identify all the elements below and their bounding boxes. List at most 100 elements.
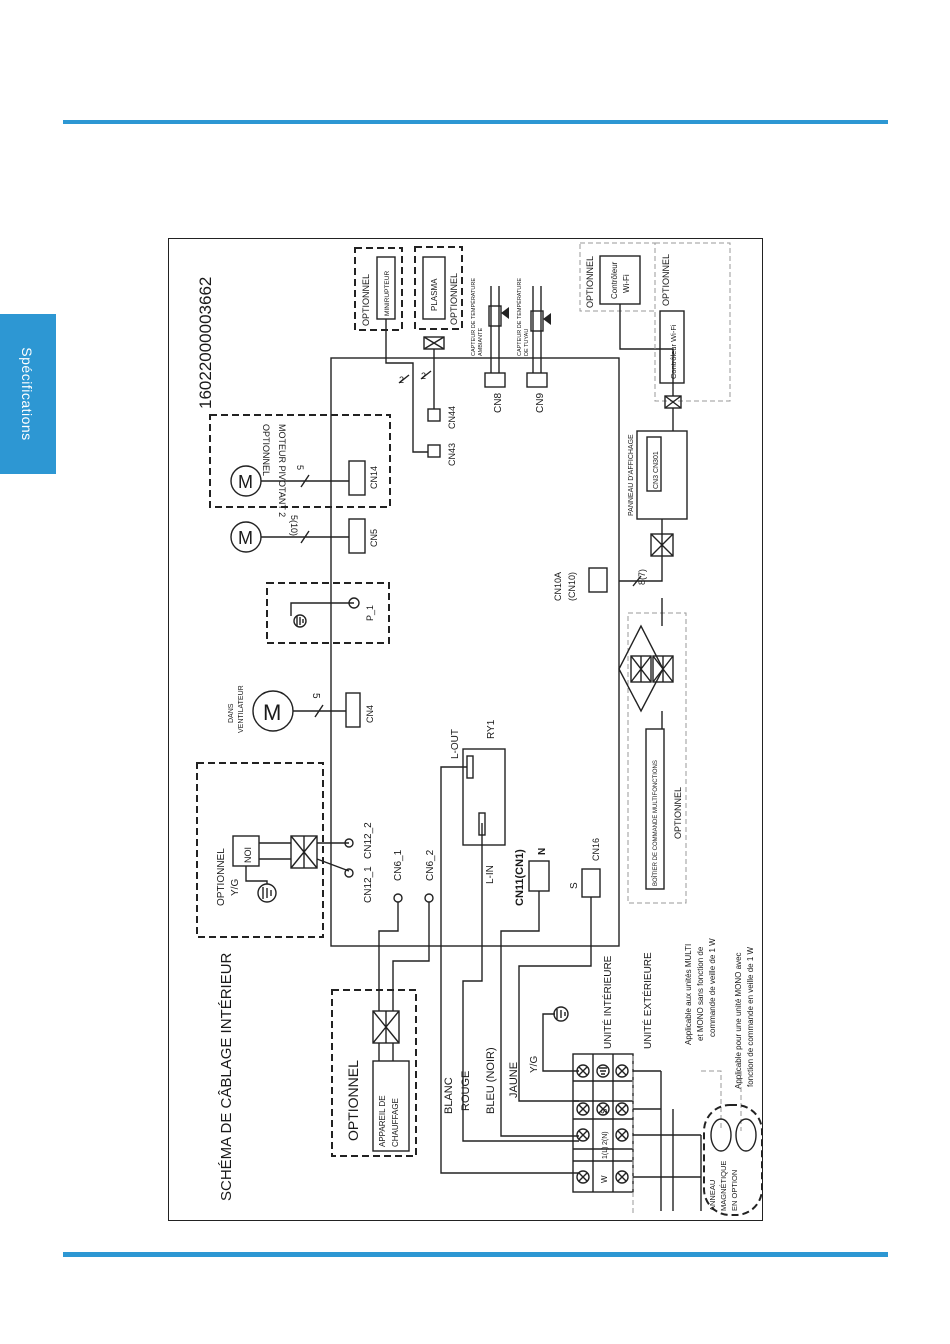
wire-jaune-label: JAUNE	[508, 1062, 520, 1098]
cn6-1-terminal	[393, 893, 403, 903]
display-panel-connector-label: CN3 CN301	[653, 451, 660, 489]
swing-motor-label: MOTEUR PIVOTANT 2	[277, 424, 287, 517]
magnetic-ring-label-1: ANNEAU	[708, 1180, 717, 1211]
wire-count-plasma: 2	[421, 371, 426, 381]
mono-note-1: Applicable pour une unité MONO avec	[734, 952, 743, 1089]
fan-motor-wires: 5	[310, 693, 321, 699]
cn6-1-label: CN6_1	[393, 849, 404, 881]
terminal-w-label: W	[600, 1175, 609, 1183]
p1-ground-icon	[293, 614, 307, 628]
minirupteur-label: MINIRUPTEUR	[384, 271, 391, 316]
multi-note-1: Applicable aux unités MULTI	[684, 944, 693, 1045]
heater-box	[372, 1060, 410, 1152]
cn12-2-label: CN12_2	[363, 822, 374, 859]
ambient-sensor-label-2: AMBIANTE	[478, 328, 484, 356]
display-panel	[636, 430, 688, 520]
plasma-optional-box	[414, 246, 463, 330]
fan-motor-symbol: M	[263, 700, 281, 725]
magnetic-ring-icon-2	[735, 1118, 757, 1152]
terminal-ground-icon	[553, 1006, 569, 1022]
terminal-1l-label: 1(L)	[602, 1147, 609, 1159]
cn4-label: CN4	[365, 705, 375, 723]
cn11-connector	[528, 860, 550, 892]
pipe-sensor-label-1: CAPTEUR DE TEMPÉRATURE	[516, 278, 523, 356]
cn12-1-label: CN12_1	[363, 866, 374, 903]
multifunction-optional-box	[627, 612, 687, 904]
display-panel-connector	[646, 436, 662, 492]
plasma-box	[422, 256, 446, 320]
ionizer-optional-box	[196, 762, 324, 938]
cn8-connector	[484, 372, 506, 388]
cn16-s-label: S	[569, 882, 580, 889]
cn10a-label-2: (CN10)	[567, 572, 577, 601]
cn12-2-terminal	[344, 838, 354, 848]
minirupteur-optional-label: OPTIONNEL	[361, 274, 371, 326]
swing-motor-optional-label: OPTIONNEL	[261, 424, 271, 476]
cn16-label: CN16	[591, 838, 601, 861]
terminal-2n-label: 2(N)	[602, 1131, 609, 1145]
wifi-controller-label-1: Contrôleur	[610, 261, 619, 299]
wire-bleu-label: BLEU (NOIR)	[485, 1047, 497, 1114]
wire-blanc-label: BLANC	[443, 1077, 455, 1114]
relay-ry1-label: RY1	[486, 719, 497, 739]
magnetic-ring-label-3: EN OPTION	[730, 1170, 739, 1211]
wifi-controller-box	[599, 255, 641, 305]
cn43-connector	[427, 444, 441, 458]
multifunction-control-box	[645, 728, 665, 890]
swing-motor-1-wires: 5(10)	[289, 515, 299, 536]
cn14-label: CN14	[369, 466, 379, 489]
multi-note-2: et MONO sans fonction de	[696, 946, 705, 1041]
swing-motor-optional-box	[209, 414, 391, 508]
multi-note-3: commande de veille de 1 W	[708, 938, 717, 1037]
cn11-label: CN11(CN1)	[514, 849, 526, 906]
ionizer-noi-label: NOI	[243, 847, 253, 863]
terminal-screws	[576, 1064, 629, 1184]
heater-label-2: CHAUFFAGE	[391, 1098, 400, 1147]
wifi-optional-label: OPTIONNEL	[585, 256, 595, 308]
heater-optional-label: OPTIONNEL	[345, 1060, 361, 1141]
pipe-sensor-label-2: DE TUYAU	[524, 329, 530, 356]
cn8-label: CN8	[493, 393, 504, 413]
wiring-diagram-frame: SCHÉMA DE CÂBLAGE INTÉRIEUR 160220000036…	[168, 238, 763, 1221]
main-pcb	[330, 357, 620, 947]
pipe-sensor-thermistor	[530, 310, 544, 332]
diagram-title: SCHÉMA DE CÂBLAGE INTÉRIEUR	[218, 952, 235, 1201]
bottom-rule	[63, 1252, 888, 1257]
relay-ry1	[462, 748, 506, 846]
magnetic-ring-label-2: MAGNÉTIQUE	[719, 1161, 728, 1211]
wire-rouge-label: ROUGE	[460, 1071, 472, 1111]
p1-optional-box	[266, 582, 390, 644]
ambient-sensor-label-1: CAPTEUR DE TEMPÉRATURE	[470, 278, 477, 356]
swing-motor-2-symbol: M	[238, 472, 253, 492]
cn10a-label-1: CN10A	[553, 572, 563, 601]
p1-label: P_1	[365, 605, 375, 621]
wifi-inline-optional-box	[654, 242, 731, 402]
cn44-connector	[427, 408, 441, 422]
fan-motor-label-2: VENTILATEUR	[238, 685, 245, 733]
plasma-optional-label: OPTIONNEL	[449, 273, 459, 325]
magnetic-ring-icon	[710, 1118, 732, 1152]
wifi-inline-optional-label: OPTIONNEL	[661, 254, 671, 306]
fan-motor-label-1: DANS	[228, 703, 235, 723]
ambient-sensor-thermistor	[488, 305, 502, 327]
relay-l-out-label: L-OUT	[450, 729, 461, 759]
wifi-inline-controller-label: Contrôleur Wi-Fi	[669, 324, 678, 379]
cn43-label: CN43	[447, 443, 457, 466]
multifunction-label: BOÎTIER DE COMMANDE MULTIFONCTIONS	[652, 760, 659, 886]
wiring-diagram: SCHÉMA DE CÂBLAGE INTÉRIEUR 160220000036…	[196, 242, 763, 1216]
magnetic-ring-box	[703, 1104, 763, 1216]
wifi-controller-label-2: Wi-Fi	[622, 274, 631, 293]
top-rule	[63, 120, 888, 124]
relay-l-in-label: L-IN	[485, 865, 496, 884]
swing-motor-1-symbol: M	[238, 528, 253, 548]
cn9-connector	[526, 372, 548, 388]
display-wire-count: 8(7)	[637, 569, 647, 585]
minirupteur-optional-box	[354, 247, 403, 331]
part-number: 16022000003662	[196, 277, 215, 409]
section-tab-label: Spécifications	[19, 347, 35, 441]
section-tab[interactable]	[0, 314, 56, 474]
cn11-n-label: N	[537, 848, 548, 855]
cn6-2-terminal	[424, 893, 434, 903]
cn9-label: CN9	[535, 393, 546, 413]
cn6-2-label: CN6_2	[425, 849, 436, 881]
